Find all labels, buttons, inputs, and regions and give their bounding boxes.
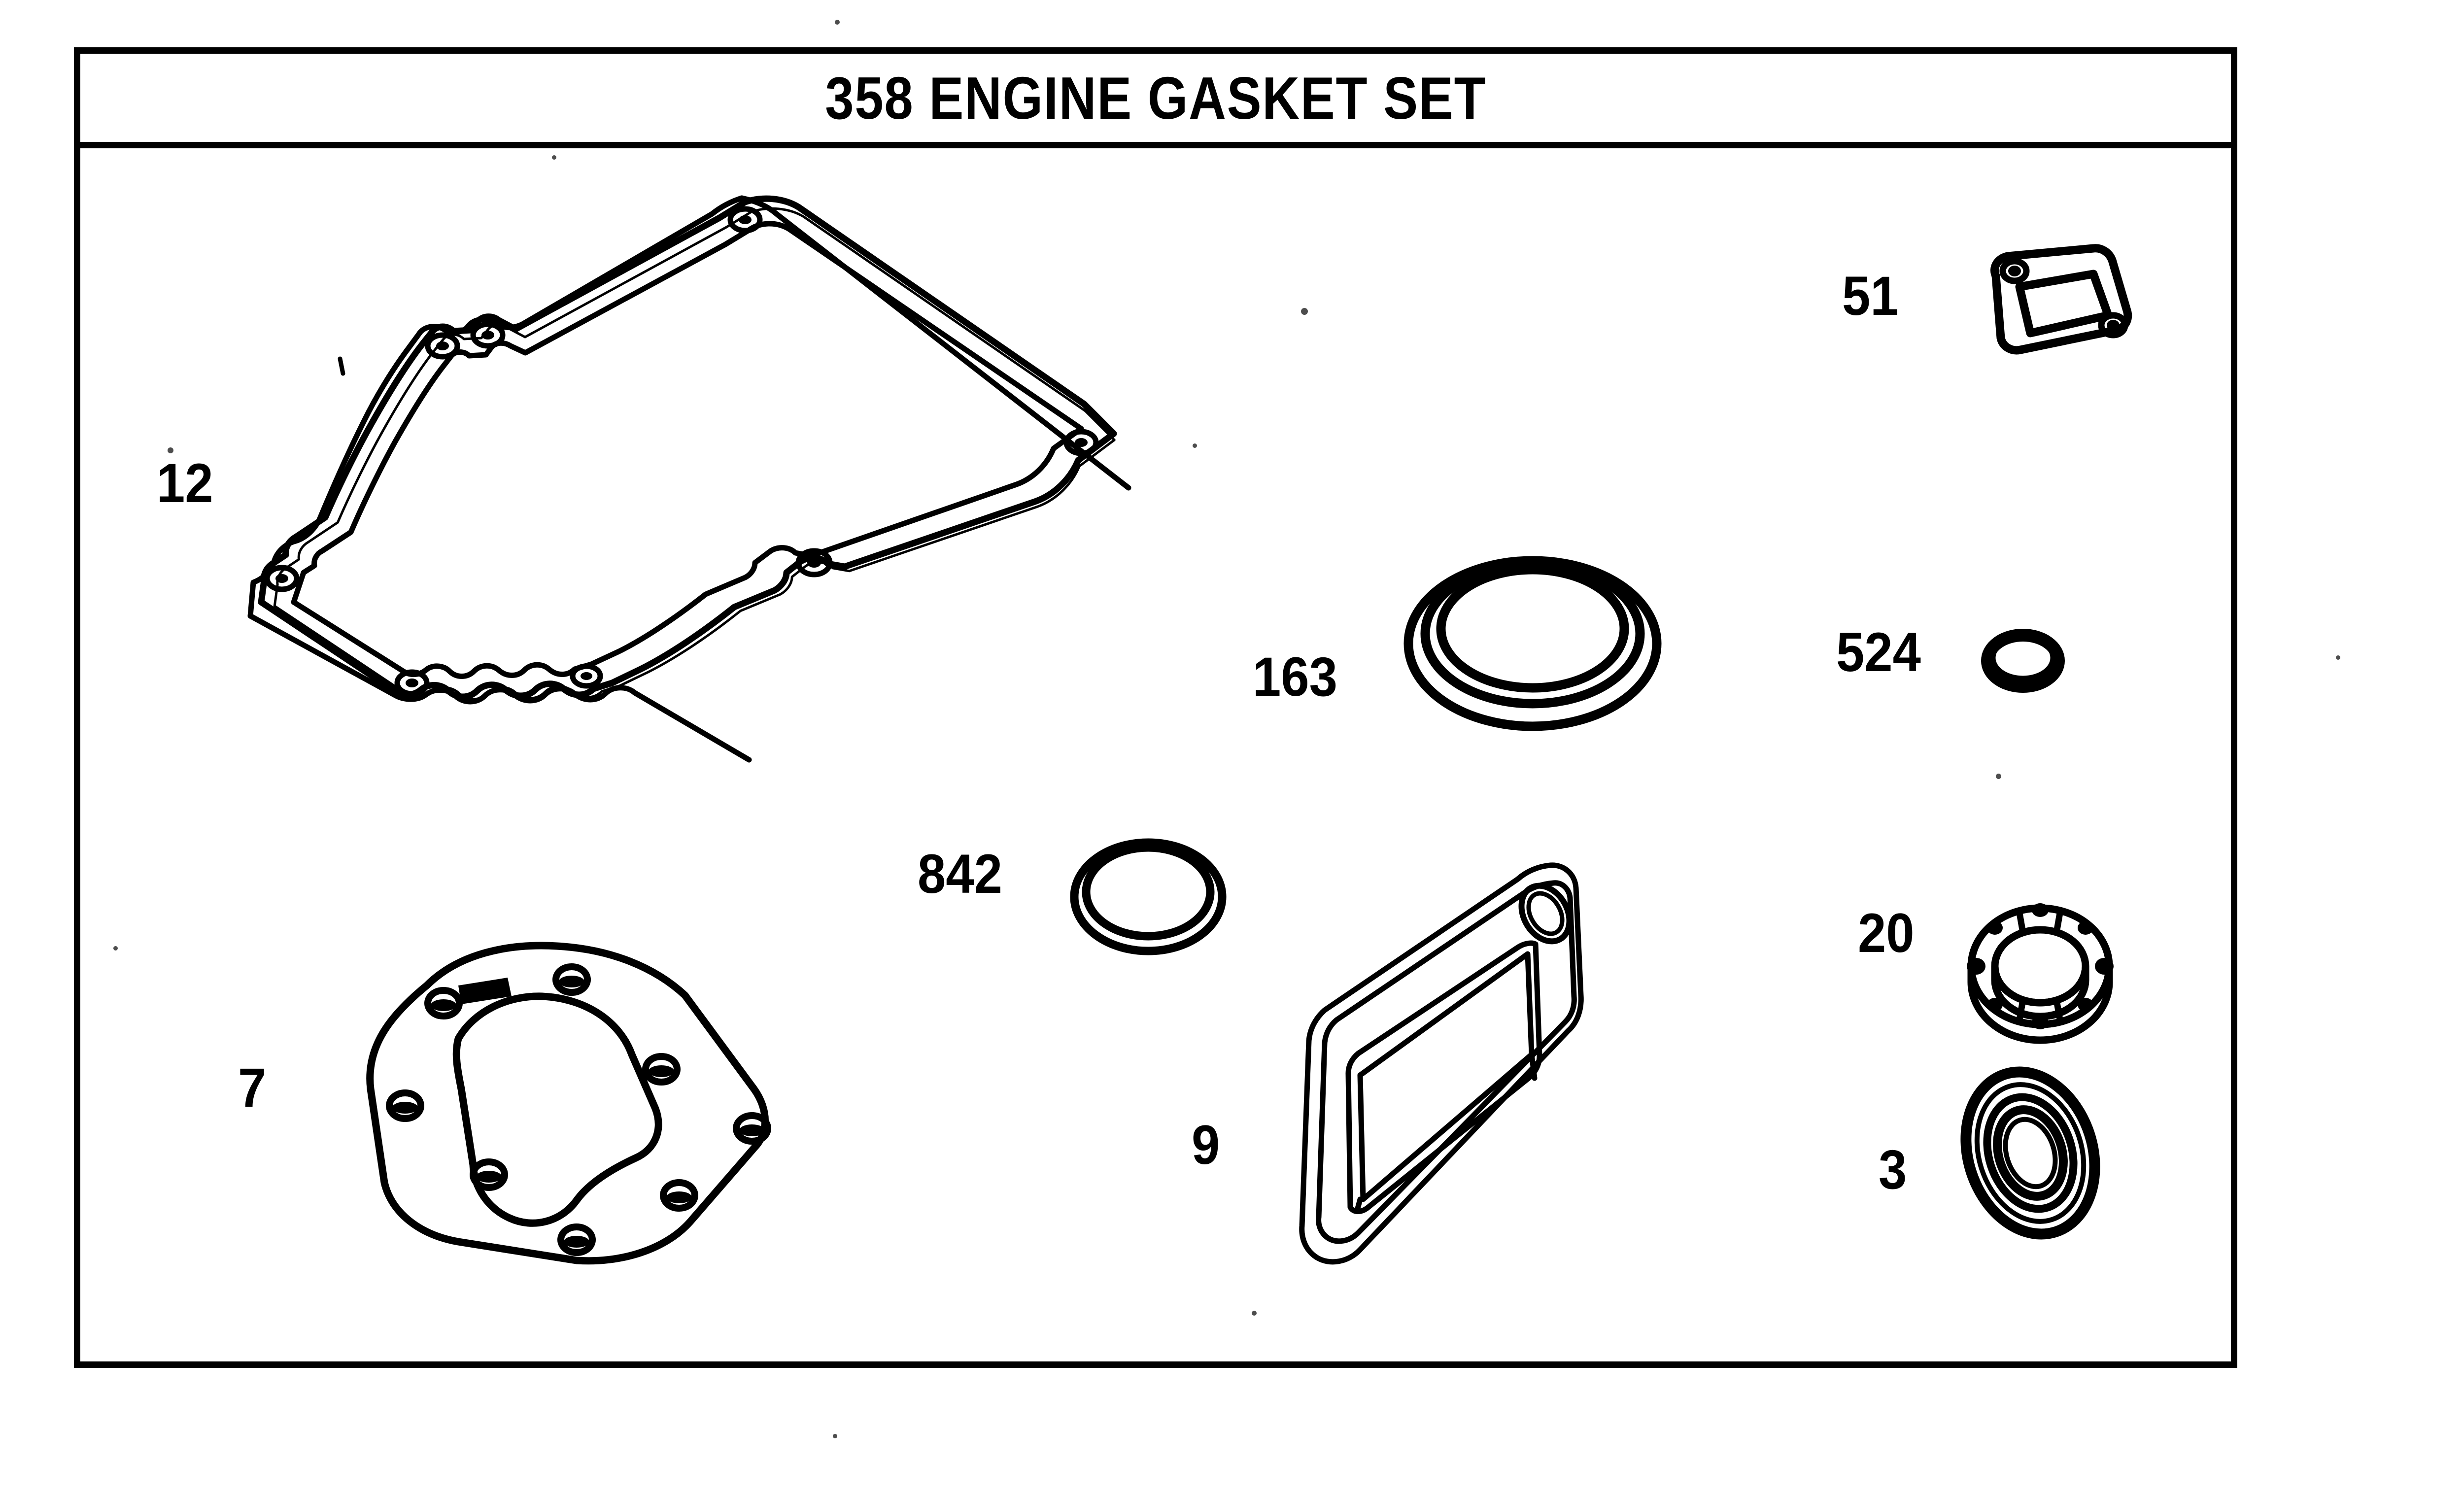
- scan-speck: [835, 20, 840, 25]
- part-9-pivot-hole: [1518, 883, 1573, 945]
- scan-speck: [1193, 443, 1197, 448]
- part-7-bolt-holes: [386, 963, 771, 1256]
- scan-speck: [1252, 1311, 1257, 1316]
- scan-speck: [552, 155, 556, 160]
- part-524-o-ring: [1976, 623, 2070, 697]
- part-label-20: 20: [1858, 902, 1915, 964]
- scan-speck: [1301, 308, 1308, 315]
- scan-speck: [1996, 774, 2001, 779]
- part-label-12: 12: [157, 452, 213, 514]
- scan-speck: [168, 447, 173, 453]
- diagram-title-bar: 358 ENGINE GASKET SET: [80, 54, 2231, 142]
- part-3-oil-seal: [1947, 1064, 2114, 1242]
- part-51-flange-gasket: [1961, 241, 2158, 370]
- part-7-cylinder-head-gasket: [310, 926, 803, 1281]
- part-163-seal-ring: [1395, 547, 1671, 734]
- diagram-frame: [74, 47, 2237, 1368]
- scan-speck: [2336, 655, 2340, 660]
- scan-speck: [833, 1434, 837, 1438]
- part-label-7: 7: [238, 1057, 267, 1119]
- part-12-gasket-outline: [246, 172, 1143, 754]
- part-label-3: 3: [1879, 1139, 1907, 1200]
- page-title: 358 ENGINE GASKET SET: [824, 64, 1487, 132]
- scan-artifact-tick: [338, 356, 345, 376]
- title-divider-rule: [74, 142, 2237, 148]
- part-label-9: 9: [1192, 1114, 1220, 1176]
- part-842-seal-ring: [1060, 833, 1237, 961]
- part-label-51: 51: [1842, 265, 1899, 327]
- part-20-ball-bearing: [1961, 899, 2119, 1047]
- part-label-163: 163: [1253, 646, 1337, 708]
- scan-speck: [113, 946, 118, 951]
- part-7-index-notch: [458, 978, 512, 1004]
- part-label-524: 524: [1836, 621, 1921, 683]
- part-12-bolt-holes: [264, 206, 1099, 697]
- part-label-842: 842: [918, 843, 1002, 905]
- part-9-breather-gasket: [1262, 857, 1626, 1281]
